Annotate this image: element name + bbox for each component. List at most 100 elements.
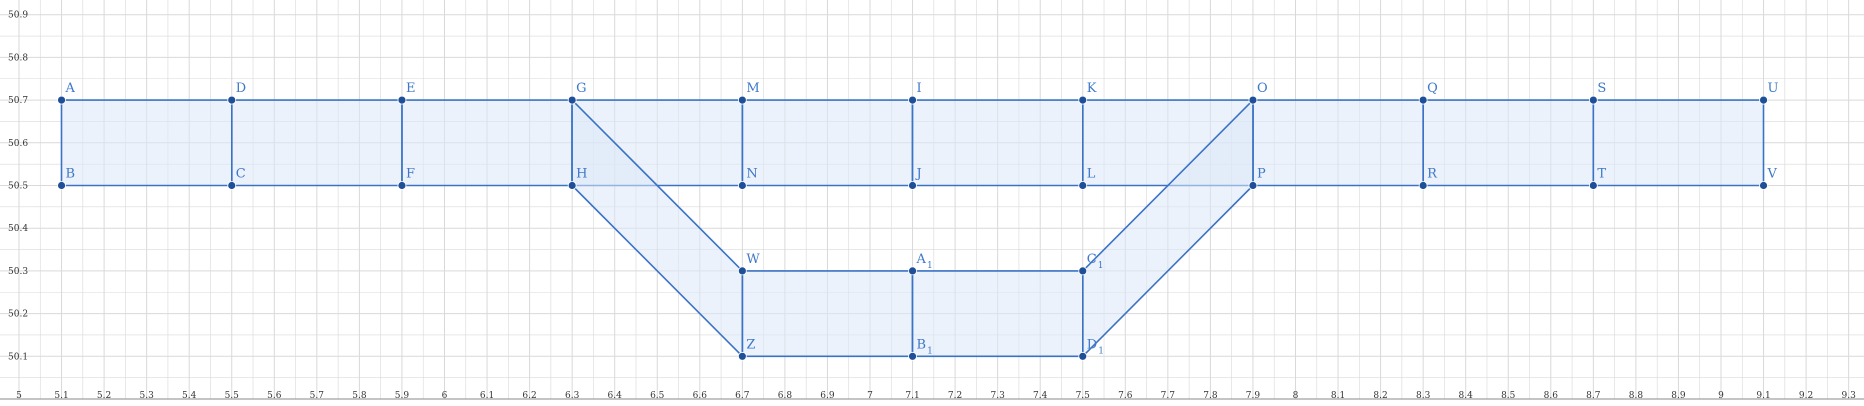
point-label-d1: D1	[1087, 337, 1104, 356]
point-e[interactable]	[397, 95, 407, 105]
point-d1[interactable]	[1078, 351, 1088, 361]
x-tick-label: 6.8	[778, 391, 793, 401]
polygon-abcd[interactable]	[60, 99, 233, 187]
x-tick-label: 6.3	[565, 391, 580, 401]
y-tick-label: 50.8	[8, 53, 28, 63]
x-tick-label: 8.5	[1501, 391, 1516, 401]
point-b1[interactable]	[908, 351, 917, 361]
point-a[interactable]	[57, 95, 66, 105]
polygon-qrts[interactable]	[1422, 99, 1595, 187]
polygon-stvu[interactable]	[1592, 99, 1765, 187]
point-t[interactable]	[1588, 181, 1598, 190]
x-tick-label: 6.2	[522, 391, 536, 401]
x-tick-label: 6.6	[693, 391, 708, 401]
point-c[interactable]	[227, 181, 237, 190]
point-label-l: L	[1087, 167, 1096, 182]
x-tick-label: 7.5	[1076, 391, 1091, 401]
x-tick-label: 7.9	[1246, 391, 1261, 401]
point-p[interactable]	[1248, 181, 1258, 190]
point-j[interactable]	[908, 181, 917, 190]
point-label-m: M	[746, 81, 759, 96]
point-label-a: A	[65, 81, 76, 96]
x-tick-label: 9.3	[1841, 391, 1856, 401]
point-label-r: R	[1427, 167, 1438, 182]
x-tick-label: 5.7	[310, 391, 325, 401]
y-tick-label: 50.3	[8, 267, 28, 277]
point-label-i: I	[917, 81, 922, 96]
point-a1[interactable]	[908, 266, 917, 276]
point-q[interactable]	[1418, 95, 1428, 105]
point-label-w: W	[746, 252, 760, 267]
point-l[interactable]	[1078, 181, 1088, 190]
polygon-oprq[interactable]	[1252, 99, 1424, 187]
y-tick-label: 50.9	[8, 11, 28, 21]
point-label-u: U	[1768, 81, 1779, 96]
point-z[interactable]	[737, 351, 747, 361]
x-tick-label: 7.1	[905, 391, 919, 401]
point-h[interactable]	[567, 181, 577, 190]
points	[57, 95, 1768, 361]
x-tick-label: 8.9	[1671, 391, 1686, 401]
point-k[interactable]	[1078, 95, 1088, 105]
point-label-a1: A1	[916, 252, 933, 271]
point-s[interactable]	[1588, 95, 1598, 105]
point-label-v: V	[1767, 167, 1778, 182]
y-tick-labels: 50.150.250.350.450.550.650.750.850.9	[8, 11, 28, 363]
point-v[interactable]	[1759, 181, 1768, 190]
polygon-a1b1d1c1[interactable]	[911, 270, 1084, 358]
point-label-t: T	[1597, 167, 1606, 182]
x-tick-label: 7.8	[1203, 391, 1218, 401]
point-label-n: N	[746, 167, 757, 182]
point-b[interactable]	[57, 181, 66, 190]
point-f[interactable]	[397, 181, 407, 190]
point-d[interactable]	[227, 95, 237, 105]
x-tick-label: 9.2	[1799, 391, 1813, 401]
x-tick-label: 8.6	[1544, 391, 1559, 401]
x-tick-label: 7	[867, 391, 873, 401]
point-label-q: Q	[1427, 81, 1438, 96]
x-tick-label: 6.9	[820, 391, 835, 401]
x-tick-label: 7.3	[990, 391, 1005, 401]
x-tick-label: 6.5	[650, 391, 665, 401]
x-tick-label: 8.8	[1629, 391, 1644, 401]
x-tick-label: 8.2	[1373, 391, 1387, 401]
x-tick-label: 8.4	[1459, 391, 1474, 401]
point-g[interactable]	[567, 95, 577, 105]
point-r[interactable]	[1418, 181, 1428, 190]
y-tick-label: 50.5	[8, 182, 28, 192]
point-label-c: C	[236, 167, 246, 182]
x-tick-label: 5.9	[395, 391, 410, 401]
point-i[interactable]	[908, 95, 917, 105]
x-tick-label: 6.7	[735, 391, 750, 401]
point-w[interactable]	[737, 266, 747, 276]
x-tick-label: 5.2	[97, 391, 111, 401]
x-tick-label: 8.7	[1586, 391, 1601, 401]
polygons	[60, 99, 1765, 358]
point-n[interactable]	[737, 181, 747, 190]
x-tick-label: 6.1	[480, 391, 494, 401]
polygon-mnji[interactable]	[741, 99, 914, 187]
polygon-efhg[interactable]	[401, 99, 573, 187]
x-tick-label: 7.4	[1033, 391, 1048, 401]
point-label-h: H	[576, 167, 587, 182]
x-tick-label: 7.7	[1161, 391, 1176, 401]
point-c1[interactable]	[1078, 266, 1088, 276]
x-tick-label: 5.4	[182, 391, 197, 401]
y-tick-label: 50.1	[8, 352, 28, 362]
point-m[interactable]	[737, 95, 747, 105]
x-tick-label: 5.6	[267, 391, 282, 401]
point-o[interactable]	[1248, 95, 1258, 105]
y-tick-label: 50.7	[8, 96, 28, 106]
polygon-dcfe[interactable]	[231, 99, 403, 187]
point-label-o: O	[1257, 81, 1268, 96]
point-u[interactable]	[1759, 95, 1768, 105]
x-tick-label: 7.6	[1118, 391, 1133, 401]
x-tick-label: 9.1	[1756, 391, 1770, 401]
polygon-wzb1a1[interactable]	[741, 270, 914, 358]
point-label-z: Z	[746, 337, 755, 352]
x-tick-label: 8	[1293, 391, 1299, 401]
polygon-ijlk[interactable]	[911, 99, 1084, 187]
